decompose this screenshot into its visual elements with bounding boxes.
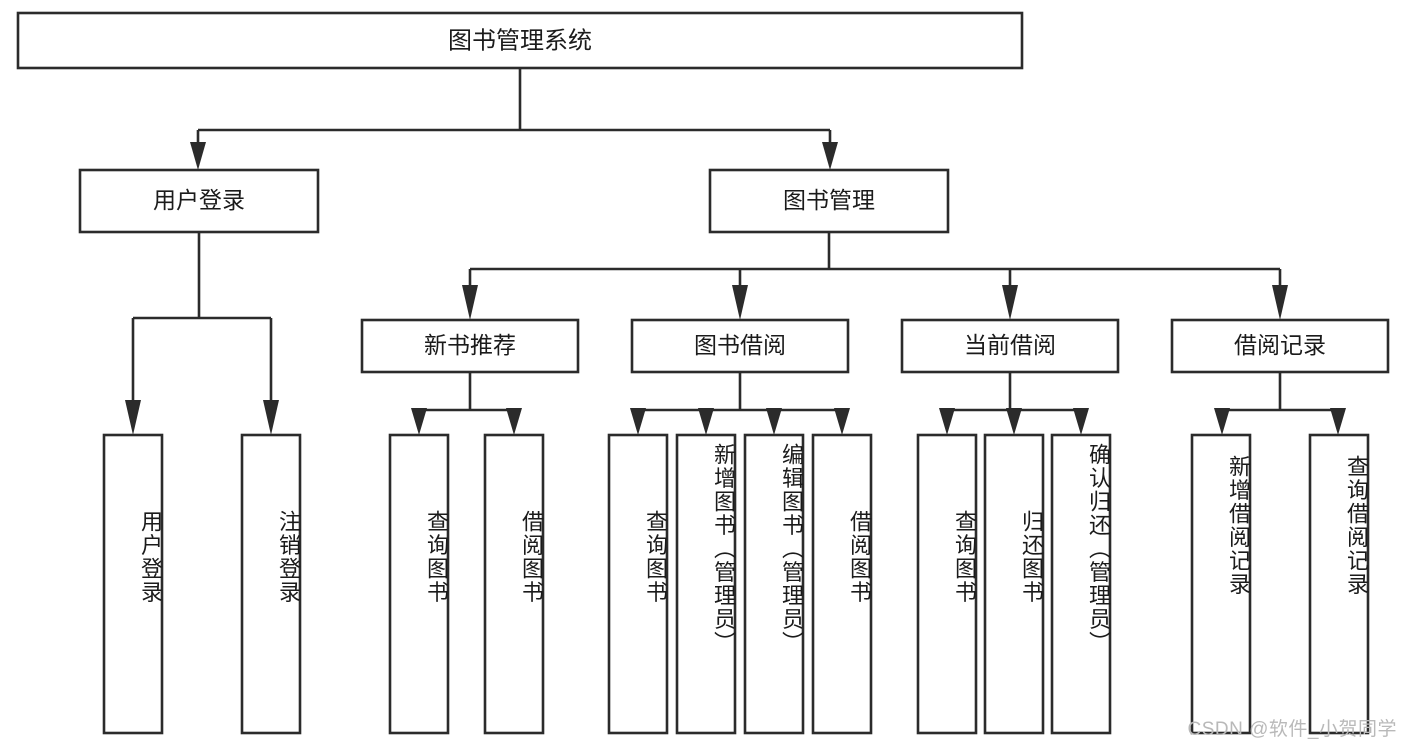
node-root[interactable]: 图书管理系统 <box>16 11 1024 70</box>
arrow-current-l2 <box>1006 408 1022 435</box>
arrow-borrow-l2 <box>698 408 714 435</box>
node-book-borrow[interactable]: 图书借阅 <box>630 318 850 374</box>
arrow-borrow-l3 <box>766 408 782 435</box>
arrow-book-to-n4 <box>1272 285 1288 320</box>
arrow-book-to-n1 <box>462 285 478 320</box>
node-borrow-record-box[interactable] <box>1170 318 1390 374</box>
leaf-box-record-add[interactable] <box>1190 433 1252 735</box>
leaf-box-borrow-edit[interactable] <box>743 433 805 735</box>
node-book-manage-box[interactable] <box>708 168 950 234</box>
arrow-root-to-user <box>190 142 206 170</box>
arrow-root-to-book <box>822 142 838 170</box>
arrow-book-to-n2 <box>732 285 748 320</box>
arrow-user-leaf2 <box>263 400 279 435</box>
node-current-borrow[interactable]: 当前借阅 <box>900 318 1120 374</box>
node-root-label: 图书管理系统 <box>448 27 592 54</box>
leaf-box-newbook-query[interactable] <box>388 433 450 735</box>
node-user-login-label: 用户登录 <box>153 187 245 213</box>
arrow-record-l2 <box>1330 408 1346 435</box>
node-current-borrow-label: 当前借阅 <box>964 332 1056 358</box>
node-user-login[interactable]: 用户登录 <box>78 168 320 234</box>
arrow-current-l1 <box>939 408 955 435</box>
leaf-box-borrow-query[interactable] <box>607 433 669 735</box>
arrow-record-l1 <box>1214 408 1230 435</box>
leaf-box-logout[interactable] <box>240 433 302 735</box>
arrow-borrow-l4 <box>834 408 850 435</box>
node-new-book-rec-label: 新书推荐 <box>424 332 516 358</box>
arrow-user-leaf1 <box>125 400 141 435</box>
node-new-book-rec[interactable]: 新书推荐 <box>360 318 580 374</box>
arrow-newbook-l2 <box>506 408 522 435</box>
arrow-book-to-n3 <box>1002 285 1018 320</box>
leaf-box-current-confirm[interactable] <box>1050 433 1112 735</box>
node-book-borrow-label: 图书借阅 <box>694 332 786 358</box>
leaf-box-borrow-lend[interactable] <box>811 433 873 735</box>
arrow-current-l3 <box>1073 408 1089 435</box>
node-book-borrow-box[interactable] <box>630 318 850 374</box>
node-root-box[interactable] <box>16 11 1024 70</box>
leaf-box-current-query[interactable] <box>916 433 978 735</box>
node-borrow-record[interactable]: 借阅记录 <box>1170 318 1390 374</box>
leaf-box-user-login[interactable] <box>102 433 164 735</box>
leaf-box-record-query[interactable] <box>1308 433 1370 735</box>
leaf-box-newbook-borrow[interactable] <box>483 433 545 735</box>
node-book-manage-label: 图书管理 <box>783 187 875 213</box>
node-book-manage[interactable]: 图书管理 <box>708 168 950 234</box>
node-current-borrow-box[interactable] <box>900 318 1120 374</box>
node-new-book-rec-box[interactable] <box>360 318 580 374</box>
arrow-borrow-l1 <box>630 408 646 435</box>
watermark-text: CSDN @软件_小贺同学 <box>1187 719 1397 740</box>
leaf-box-borrow-add[interactable] <box>675 433 737 735</box>
leaf-box-current-return[interactable] <box>983 433 1045 735</box>
node-borrow-record-label: 借阅记录 <box>1234 332 1326 358</box>
arrow-newbook-l1 <box>411 408 427 435</box>
